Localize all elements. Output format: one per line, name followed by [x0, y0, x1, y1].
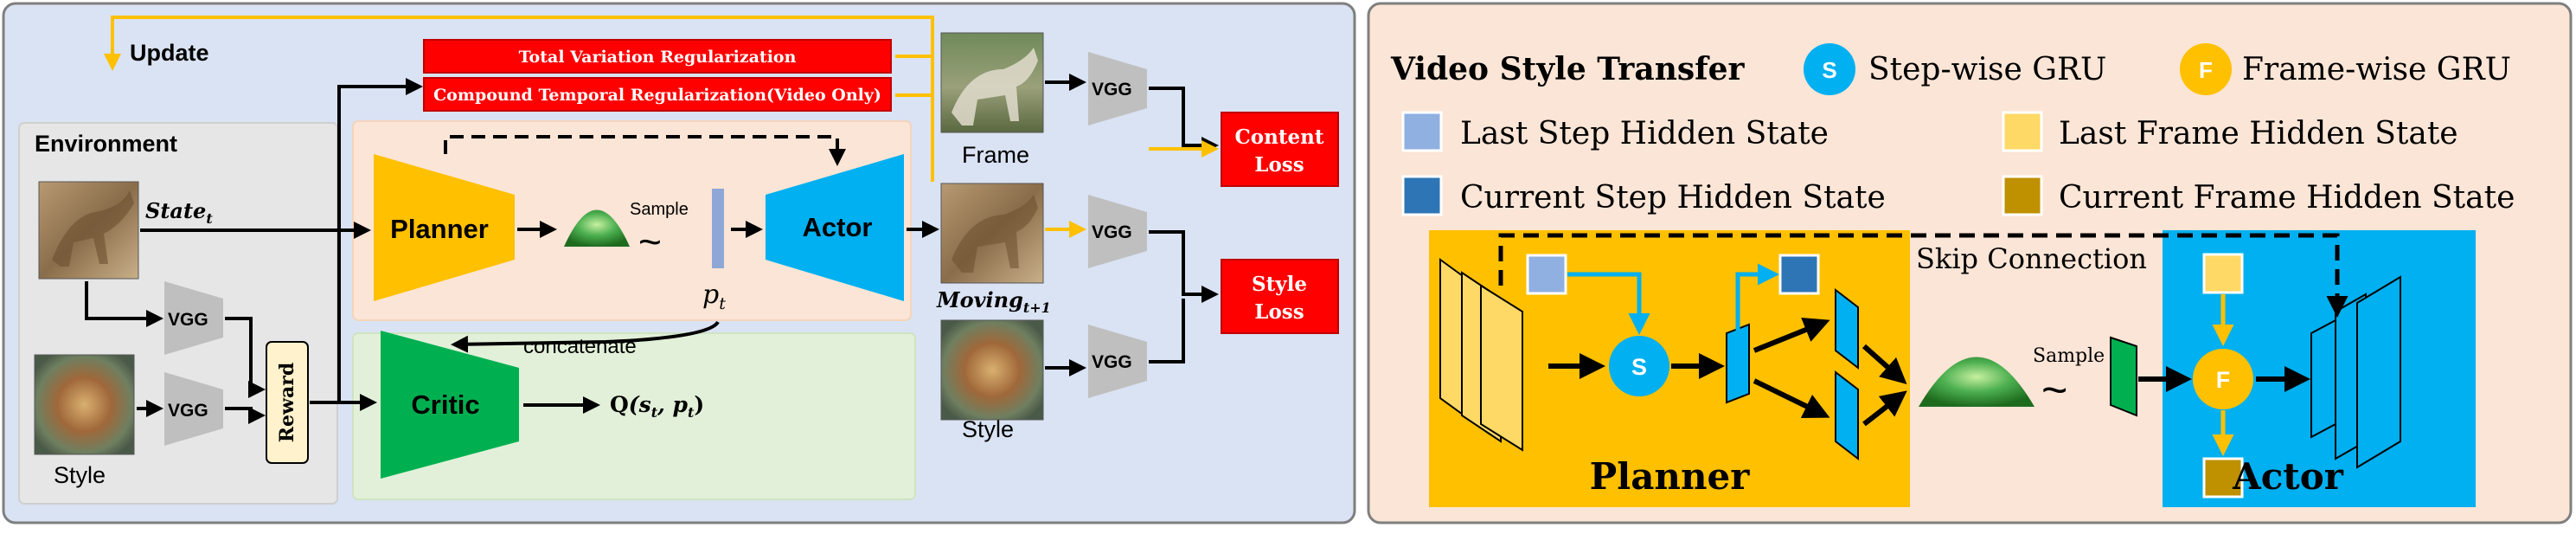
state-label: Statet [145, 198, 213, 227]
right-blue-arrows [1567, 263, 1779, 335]
legend-last-frame-label: Last Frame Hidden State [2059, 116, 2458, 151]
left-black-arrows [85, 74, 1219, 424]
actor-block-left [766, 154, 904, 301]
vgg-block-frame [1088, 52, 1147, 125]
style-loss-box [1221, 259, 1339, 334]
actor-f-node-label: F [2216, 367, 2231, 393]
legend-f-icon [2180, 43, 2232, 95]
vgg-block-style [164, 372, 223, 446]
planner-s-node [1609, 336, 1669, 396]
skip-connection-label-bg [1913, 241, 2161, 275]
content-loss-label-line2: Loss [1254, 153, 1304, 177]
planner-input-stack [1439, 258, 1523, 452]
legend-current-step-swatch [1401, 175, 1443, 216]
legend-f-symbol: F [2199, 57, 2213, 83]
legend-last-step-swatch [1401, 111, 1443, 152]
actor-current-frame-state [2202, 457, 2244, 499]
legend-s-symbol: S [1822, 57, 1836, 83]
skip-connection-arrow [1498, 233, 2349, 318]
frame-label: Frame [962, 142, 1029, 168]
vgg-label-style: VGG [168, 401, 208, 421]
video-style-transfer-title: Video Style Transfer [1390, 51, 1746, 87]
q-value-label: Q(st, pt) [610, 392, 704, 421]
compound-temporal-regularization-box [423, 77, 892, 112]
actor-label-right: Actor [2232, 455, 2344, 498]
vgg-label-moving: VGG [1092, 222, 1132, 242]
sample-distribution-right [1919, 357, 2035, 407]
moving-image-figure [952, 195, 1038, 273]
critic-block [381, 331, 519, 479]
legend-last-step-label: Last Step Hidden State [1460, 116, 1829, 151]
planner-zone [352, 120, 912, 321]
planner-actor-dashed-arrow [444, 135, 846, 166]
planner-feature-maps [1726, 287, 1859, 461]
planner-last-step-state [1526, 254, 1567, 295]
left-panel: Update Environment Statet Style VGG VGG … [2, 2, 1356, 524]
state-image-figure [52, 190, 134, 267]
vgg-block-style-right [1088, 325, 1147, 398]
critic-label: Critic [411, 389, 479, 420]
legend-last-frame-swatch [2002, 111, 2043, 152]
update-label: Update [130, 40, 209, 66]
legend-current-frame-label: Current Frame Hidden State [2059, 180, 2515, 216]
pt-label: pt [702, 280, 726, 313]
style-label-right: Style [962, 416, 1014, 442]
actor-last-frame-state [2202, 253, 2244, 294]
content-loss-label-line1: Content [1235, 125, 1324, 149]
left-yellow-arrows [104, 16, 1219, 238]
concatenate-label: concatenate [523, 335, 637, 358]
sample-vector-right [2110, 336, 2137, 417]
vgg-label-state: VGG [168, 310, 208, 330]
actor-f-node [2193, 349, 2253, 409]
tilde-symbol-left: ~ [638, 219, 662, 264]
actor-output-stack [2310, 275, 2401, 469]
reward-label: Reward [276, 363, 298, 442]
planner-current-step-state [1778, 254, 1820, 295]
legend-s-icon [1804, 43, 1855, 95]
planner-s-node-label: S [1631, 354, 1647, 380]
right-panel: Video Style Transfer S Step-wise GRU F F… [1367, 2, 2573, 524]
style-image-right [940, 319, 1044, 421]
compound-temporal-regularization-label: Compound Temporal Regularization(Video O… [433, 86, 881, 105]
legend-f-label: Frame-wise GRU [2242, 52, 2511, 87]
reward-box [266, 341, 309, 464]
tilde-symbol-right: ~ [2041, 365, 2067, 415]
planner-label-right: Planner [1590, 455, 1751, 498]
sample-label-right: Sample [2033, 345, 2105, 367]
frame-image-figure [952, 48, 1038, 125]
pt-vector [712, 189, 724, 268]
legend-s-label: Step-wise GRU [1868, 52, 2106, 87]
planner-block-left [374, 154, 515, 301]
right-black-arrows [1548, 318, 2310, 427]
style-image-left [34, 354, 135, 455]
legend-current-step-label: Current Step Hidden State [1460, 180, 1886, 216]
environment-label: Environment [35, 131, 177, 157]
vgg-label-style-right: VGG [1092, 352, 1132, 372]
total-variation-regularization-box [423, 39, 892, 74]
sample-distribution-left [564, 209, 630, 247]
moving-label: Movingt+1 [936, 287, 1051, 316]
sample-label-left: Sample [630, 200, 689, 219]
content-loss-box [1221, 112, 1339, 187]
style-loss-label-line1: Style [1252, 273, 1307, 296]
skip-connection-label: Skip Connection [1916, 242, 2147, 275]
style-label-left: Style [54, 462, 106, 488]
vgg-label-frame: VGG [1092, 80, 1132, 100]
vgg-block-state [164, 281, 223, 355]
style-loss-label-line2: Loss [1254, 300, 1304, 324]
planner-label-left: Planner [390, 214, 489, 244]
total-variation-regularization-label: Total Variation Regularization [519, 48, 797, 67]
legend-current-frame-swatch [2002, 175, 2043, 216]
actor-label-left: Actor [803, 212, 873, 242]
vgg-block-moving [1088, 195, 1147, 268]
